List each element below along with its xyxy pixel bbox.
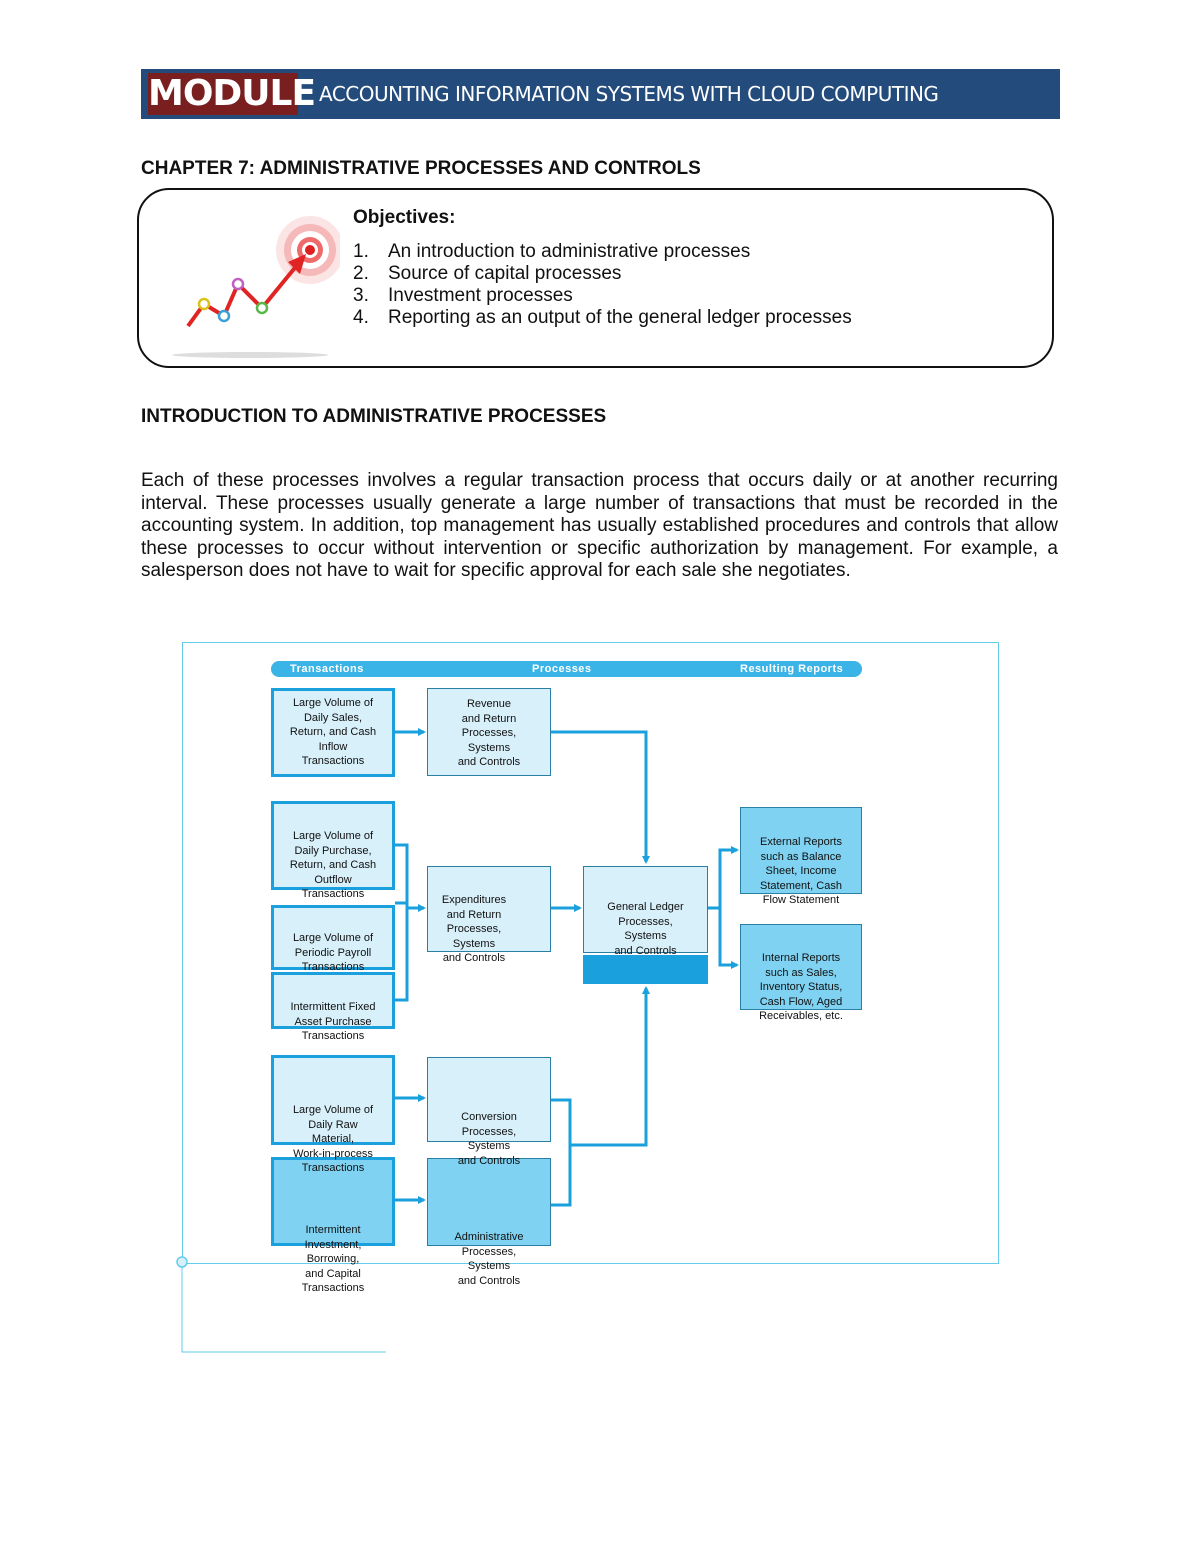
- header-resulting-reports: Resulting Reports: [740, 663, 844, 675]
- objective-item: 3.Investment processes: [353, 285, 573, 306]
- sales-transactions-box: [271, 688, 395, 777]
- objectives-list: 1.An introduction to administrative proc…: [353, 241, 852, 329]
- course-title: ACCOUNTING INFORMATION SYSTEMS WITH CLOU…: [319, 82, 939, 106]
- objective-item: 4.Reporting as an output of the general …: [353, 307, 852, 328]
- module-label: MODULE: [148, 73, 316, 115]
- intro-paragraph: Each of these processes involves a regul…: [141, 470, 1058, 581]
- expenditures-process-box: [427, 866, 551, 952]
- general-ledger-base-bar: [583, 955, 708, 984]
- purchase-transactions-box: [271, 801, 395, 890]
- chapter-title: CHAPTER 7: ADMINISTRATIVE PROCESSES AND …: [141, 158, 701, 179]
- objectives-title: Objectives:: [353, 207, 456, 228]
- diagram-header-bar: [271, 661, 862, 677]
- payroll-transactions-box: [271, 905, 395, 970]
- objective-item: 1.An introduction to administrative proc…: [353, 241, 751, 262]
- process-diagram-frame: [182, 642, 999, 1264]
- external-reports-box: [740, 807, 862, 894]
- investment-transactions-box: [271, 1157, 395, 1246]
- fixed-asset-transactions-box: [271, 972, 395, 1029]
- general-ledger-box: [583, 866, 708, 953]
- raw-material-transactions-box: [271, 1055, 395, 1145]
- administrative-process-box: [427, 1158, 551, 1246]
- internal-reports-box: [740, 924, 862, 1010]
- section-title: INTRODUCTION TO ADMINISTRATIVE PROCESSES: [141, 406, 607, 427]
- header-transactions: Transactions: [290, 663, 364, 675]
- module-banner: MODULE ACCOUNTING INFORMATION SYSTEMS WI…: [141, 69, 1060, 119]
- objectives-box: [137, 188, 1054, 368]
- conversion-process-box: [427, 1057, 551, 1142]
- header-processes: Processes: [532, 663, 592, 675]
- target-growth-icon: [172, 216, 340, 358]
- revenue-process-box: [427, 688, 551, 776]
- objective-item: 2.Source of capital processes: [353, 263, 622, 284]
